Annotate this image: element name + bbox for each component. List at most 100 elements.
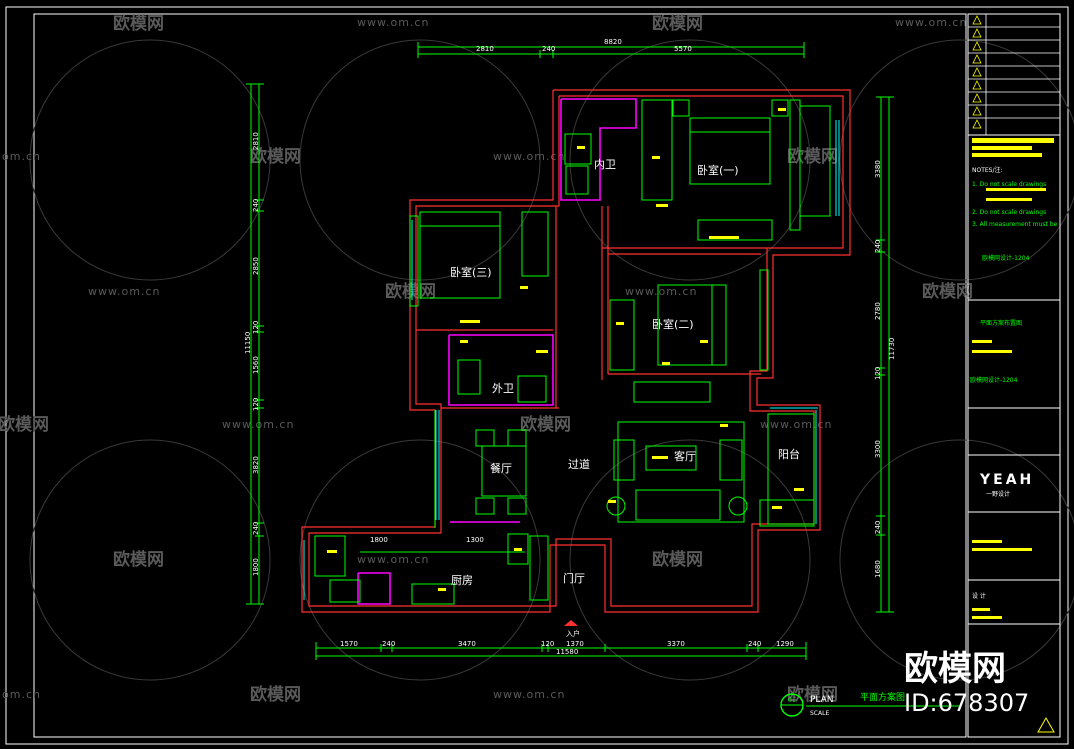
watermark-url: om.cn (2, 150, 41, 163)
room-outer-bath: 外卫 (492, 382, 514, 395)
room-labels: 卧室(一) 卧室(二) 卧室(三) 内卫 外卫 餐厅 过道 客厅 阳台 厨房 门… (450, 157, 800, 638)
watermark-url: www.om.cn (625, 285, 697, 298)
exterior-walls (301, 89, 851, 613)
dim-left-9: 1800 (252, 558, 260, 576)
watermark-layer: 欧模网 www.om.cn 欧模网 www.om.cn om.cn 欧模网 ww… (0, 13, 973, 705)
dim-right-7: 1680 (874, 560, 882, 578)
room-foyer: 门厅 (563, 571, 585, 585)
watermark-brand: 欧模网 (787, 684, 838, 705)
watermark-url: www.om.cn (760, 418, 832, 431)
bathroom-outlines (357, 98, 637, 605)
tb-project-code: 欧模网设计-1204 (982, 254, 1030, 262)
tb-notes-head: NOTES/注: (972, 166, 1003, 174)
dim-bottom-3: 3470 (458, 640, 476, 648)
watermark-url: www.om.cn (88, 285, 160, 298)
dim-bottom-5: 1370 (566, 640, 584, 648)
watermark-url: www.om.cn (493, 688, 565, 701)
tb-company-name: 一野设计 (986, 490, 1010, 498)
tb-company-logo: YEAH (979, 472, 1034, 488)
tb-note-line: 欧模网设计-1204 (970, 376, 1018, 384)
room-entrance: 入户 (566, 629, 580, 638)
watermark-brand: 欧模网 (113, 549, 164, 570)
dim-kitchen-2: 1300 (466, 536, 484, 544)
dim-left-7: 3820 (252, 456, 260, 474)
watermark-url: www.om.cn (357, 553, 429, 566)
room-living: 客厅 (674, 449, 696, 463)
dim-left-total: 11150 (244, 332, 252, 354)
plan-number: 01 (788, 697, 796, 704)
dimension-bottom (315, 642, 807, 660)
room-bedroom-3: 卧室(三) (450, 265, 492, 279)
watermark-brand: 欧模网 (0, 414, 49, 435)
outer-border (5, 6, 1069, 745)
dim-right-3: 2780 (874, 302, 882, 320)
dim-left-4: 120 (252, 321, 260, 334)
dim-left-8: 240 (252, 522, 260, 535)
room-corridor: 过道 (568, 457, 590, 471)
room-dining: 餐厅 (490, 461, 512, 475)
tb-note-1: 1. Do not scale drawings (972, 181, 1046, 188)
cad-tags (327, 108, 804, 591)
dim-bottom-7: 240 (748, 640, 761, 648)
watermark-brand: 欧模网 (250, 684, 301, 705)
watermark-arcs (29, 39, 1074, 681)
windows (303, 120, 840, 600)
dim-left-3: 2850 (252, 257, 260, 275)
watermark-url: www.om.cn (357, 16, 429, 29)
watermark-brand: 欧模网 (922, 281, 973, 302)
plan-scale-label: SCALE (810, 710, 829, 717)
title-block: NOTES/注: 1. Do not scale drawings 2. Do … (967, 13, 1061, 738)
dim-kitchen-1: 1800 (370, 536, 388, 544)
room-kitchen: 厨房 (451, 574, 473, 587)
dim-bottom-total: 11580 (556, 648, 578, 656)
dim-top-3: 5570 (674, 45, 692, 53)
entrance-marker (564, 620, 578, 626)
watermark-big-brand: 欧模网 (904, 649, 1006, 689)
dim-bottom-4: 120 (541, 640, 554, 648)
watermark-url: www.om.cn (493, 150, 565, 163)
dim-right-4: 120 (874, 367, 882, 380)
watermark-brand: 欧模网 (520, 414, 571, 435)
dim-right-5: 3300 (874, 440, 882, 458)
dim-bottom-1: 1570 (340, 640, 358, 648)
furniture (314, 99, 831, 605)
dim-left-6: 120 (252, 398, 260, 411)
dim-right-6: 240 (874, 521, 882, 534)
watermark-url: om.cn (2, 688, 41, 701)
watermark-url: www.om.cn (895, 16, 967, 29)
dim-bottom-6: 3370 (667, 640, 685, 648)
watermark-brand: 欧模网 (250, 146, 301, 167)
watermark-brand: 欧模网 (652, 13, 703, 34)
tb-drawing-name: 平面方案布置图 (980, 319, 1022, 327)
dimension-right (876, 96, 894, 613)
dim-left-5: 1560 (252, 356, 260, 374)
tb-drawn: 设 计 (972, 592, 986, 600)
dim-bottom-8: 1290 (776, 640, 794, 648)
dimension-left (246, 83, 264, 605)
watermark-brand: 欧模网 (652, 549, 703, 570)
dimension-top (417, 42, 805, 58)
dim-left-2: 240 (252, 199, 260, 212)
watermark-id: ID:678307 (904, 689, 1029, 717)
dim-left-1: 2810 (252, 132, 260, 150)
dim-top-2: 240 (542, 45, 555, 53)
plan-label-cn: 平面方案图 (860, 691, 905, 703)
tb-note-3: 3. All measurement must be (972, 221, 1058, 228)
watermark-brand: 欧模网 (113, 13, 164, 34)
dim-right-2: 240 (874, 240, 882, 253)
plan-title: 01 PLAN SCALE 平面方案图 (780, 691, 960, 717)
dim-right-1: 3380 (874, 160, 882, 178)
room-inner-bath: 内卫 (594, 157, 616, 171)
dim-top-total: 8820 (604, 38, 622, 46)
inner-border (33, 13, 967, 738)
room-bedroom-2: 卧室(二) (652, 317, 694, 331)
tb-note-2: 2. Do not scale drawings (972, 209, 1046, 216)
room-balcony: 阳台 (778, 447, 800, 461)
plan-label-en: PLAN (810, 695, 834, 705)
watermark-url: www.om.cn (222, 418, 294, 431)
dim-top-1: 2810 (476, 45, 494, 53)
dim-bottom-2: 240 (382, 640, 395, 648)
dim-right-total: 11730 (888, 338, 896, 360)
room-bedroom-1: 卧室(一) (697, 163, 739, 177)
